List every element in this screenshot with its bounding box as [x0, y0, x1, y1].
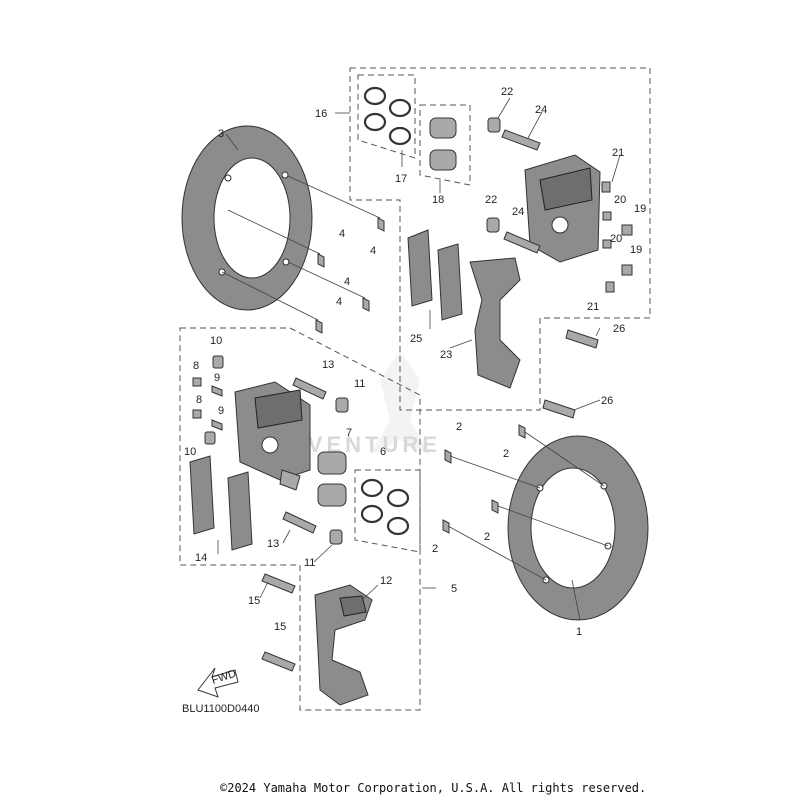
lower-caliper-body	[234, 381, 311, 491]
callout-4d: 4	[336, 296, 342, 308]
callout-22a: 22	[501, 86, 513, 98]
callout-14: 14	[195, 552, 207, 564]
callout-24b: 24	[512, 206, 524, 218]
bleed-screws-8-9-10	[192, 355, 224, 445]
seal-rings-17	[363, 86, 412, 146]
callout-26b: 26	[601, 395, 613, 407]
brake-pads-upper	[407, 229, 463, 321]
callout-20b: 20	[610, 233, 622, 245]
callout-22b: 22	[485, 194, 497, 206]
brake-pads-lower	[189, 455, 253, 551]
callout-19a: 19	[634, 203, 646, 215]
callout-12: 12	[380, 575, 392, 587]
callout-4b: 4	[339, 228, 345, 240]
caliper-bracket-upper	[469, 257, 521, 389]
callout-2c: 2	[484, 531, 490, 543]
pistons-7	[317, 451, 347, 507]
callout-6: 6	[380, 446, 386, 458]
bleed-screws-19-20	[601, 181, 633, 293]
callout-11b: 11	[304, 557, 315, 569]
watermark-logo	[370, 350, 430, 455]
callout-19b: 19	[630, 244, 642, 256]
callout-25: 25	[410, 333, 422, 345]
pistons-18	[429, 117, 457, 171]
callout-10b: 10	[184, 446, 196, 458]
callout-4a: 4	[370, 245, 376, 257]
callout-17: 17	[395, 173, 407, 185]
callout-21a: 21	[612, 147, 624, 159]
callout-7: 7	[346, 427, 352, 439]
callout-15a: 15	[248, 595, 260, 607]
copyright-notice: ©2024 Yamaha Motor Corporation, U.S.A. A…	[220, 781, 647, 795]
callout-2a: 2	[456, 421, 462, 433]
callout-9b: 9	[218, 405, 224, 417]
brake-disc-right	[507, 435, 649, 621]
bracket-bolts-26	[542, 329, 599, 419]
callout-numbers: 1 2 2 2 2 3 4 4 4 4 5 6 7 8 8 9 9 10 10 …	[184, 86, 646, 638]
disc-bolts-right	[442, 424, 609, 581]
callout-16: 16	[315, 108, 327, 120]
callout-3: 3	[218, 128, 224, 140]
upper-caliper-body	[524, 154, 601, 263]
upper-caliper-group-outline	[349, 67, 651, 411]
bracket-bolts-15	[261, 573, 296, 672]
caliper-bracket-lower	[314, 584, 373, 706]
callout-11a: 11	[354, 378, 365, 390]
callout-8b: 8	[196, 394, 202, 406]
callout-2d: 2	[432, 543, 438, 555]
disc-bolts-left	[221, 175, 385, 334]
callout-8a: 8	[193, 360, 199, 372]
fwd-arrow-icon: FWD	[197, 668, 239, 698]
callout-13a: 13	[322, 359, 334, 371]
callout-leaders	[217, 97, 621, 621]
callout-1: 1	[576, 626, 582, 638]
piston-kit-18-outline	[419, 104, 471, 186]
seal-rings-6	[360, 478, 410, 536]
brake-disc-left	[181, 125, 313, 311]
seal-kit-6-outline	[354, 469, 421, 553]
callout-4c: 4	[344, 276, 350, 288]
callout-21b: 21	[587, 301, 599, 313]
callout-9a: 9	[214, 372, 220, 384]
callout-5: 5	[451, 583, 457, 595]
callout-18: 18	[432, 194, 444, 206]
callout-15b: 15	[274, 621, 286, 633]
callout-2b: 2	[503, 448, 509, 460]
callout-20a: 20	[614, 194, 626, 206]
callout-13b: 13	[267, 538, 279, 550]
callout-10a: 10	[210, 335, 222, 347]
callout-23: 23	[440, 349, 452, 361]
callout-24a: 24	[535, 104, 547, 116]
diagram-code: BLU1100D0440	[182, 703, 259, 715]
seal-kit-17-outline	[357, 74, 416, 159]
pin-bolts-upper	[486, 117, 541, 254]
callout-26a: 26	[613, 323, 625, 335]
lower-caliper-group-outline	[179, 327, 421, 711]
pin-bolts-lower	[282, 377, 349, 545]
